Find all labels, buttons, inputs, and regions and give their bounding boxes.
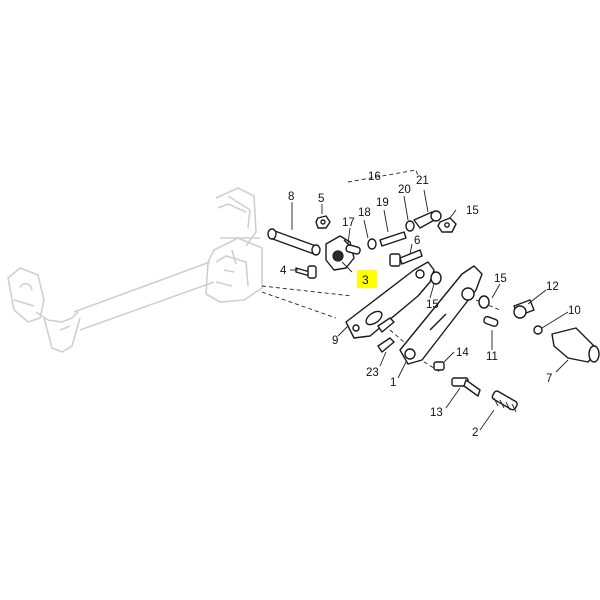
part-10-clip [533,325,543,335]
part-14-screw [433,361,445,371]
part-13-pivot-bolt [451,377,481,397]
callout-16: 15 [466,205,479,217]
callout-21: 20 [398,184,411,196]
callout-13: 13 [430,407,443,419]
part-16-nut [437,217,457,233]
part-12-pivot [513,299,535,319]
callout-7: 7 [546,373,552,385]
part-6-bolt [389,249,423,267]
callout-1: 1 [390,377,396,389]
part-11-pin [483,315,499,328]
callout-22: 21 [416,175,429,187]
part-22-rod-end [413,210,442,229]
callout-9: 9 [332,335,338,347]
callout-18: 17 [342,217,355,229]
part-4-screw [295,265,317,279]
callout-6: 6 [414,235,420,247]
callout-17: 16 [368,171,381,183]
part-15-washer-right [478,295,490,309]
callout-14: 14 [456,347,469,359]
part-2-spring [491,390,518,413]
part-9-lever-plate [345,261,435,339]
callout-20: 19 [376,197,389,209]
part-19-washer [367,238,377,250]
callout-19: 18 [358,207,371,219]
callout-23: 23 [366,367,379,379]
part-23-bolts [377,317,395,353]
callout-15-right: 15 [494,273,507,285]
callout-11: 11 [486,351,498,363]
part-18-pin [345,244,361,255]
part-20-rod [379,231,407,247]
callout-labels: 8 5 16 17 18 19 20 21 15 6 4 3 15 15 12 … [280,171,581,439]
callout-12: 12 [546,281,559,293]
callout-3: 3 [362,273,369,287]
part-7-footpeg [551,327,600,363]
callout-15-left: 15 [426,299,439,311]
part-8-pin [267,228,321,256]
part-1-arm [399,265,483,365]
callout-4: 4 [280,265,287,277]
part-21-nut [405,220,415,232]
callout-10: 10 [568,305,581,317]
frame-outline [7,187,263,353]
callout-8: 8 [288,191,294,203]
part-3-clevis [325,235,355,271]
leader-lines [290,189,569,431]
callout-2: 2 [472,427,478,439]
highlight-box-part-3 [357,270,377,288]
part-5-nut [315,215,331,229]
part-15-washer-left [430,271,442,285]
callout-5: 5 [318,193,324,205]
